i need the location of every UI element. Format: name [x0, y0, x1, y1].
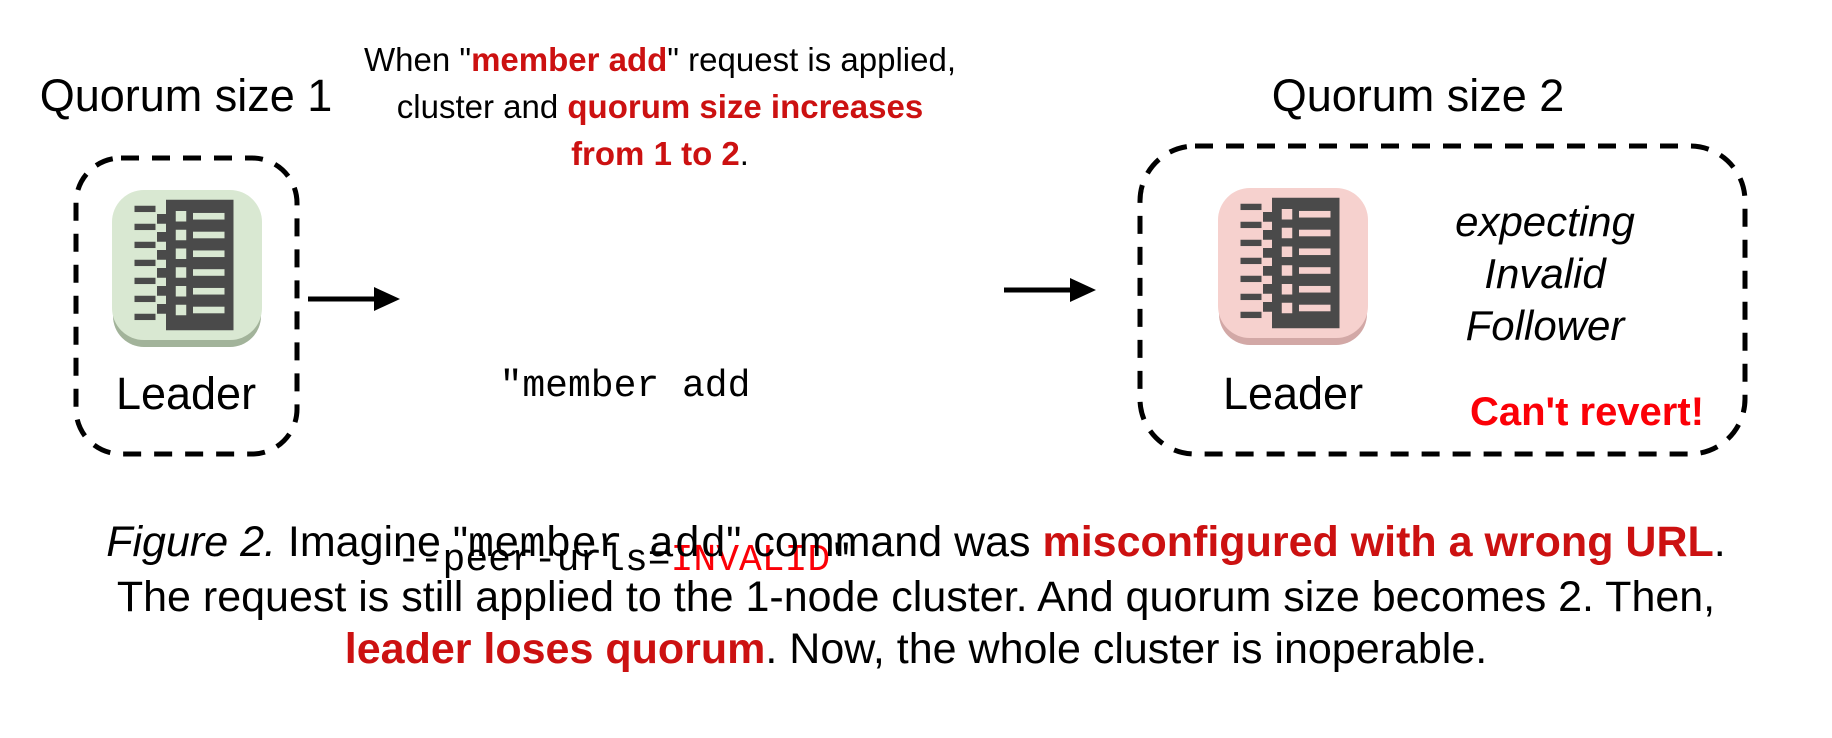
- arrow-right-icon: [308, 287, 400, 311]
- left-cluster-title: Quorum size 1: [39, 70, 333, 121]
- command-line-2: --peer-urls=INVALID": [396, 539, 854, 582]
- status-line-3: Follower: [1465, 302, 1625, 349]
- figure-label: Figure 2.: [106, 518, 276, 566]
- leader-node-pink: [1218, 188, 1368, 338]
- left-leader-label: Leader: [115, 368, 257, 419]
- member-add-annotation: When "member add" request is applied, cl…: [355, 36, 965, 177]
- right-leader-label: Leader: [1222, 368, 1364, 419]
- command-line-1: "member add: [499, 365, 751, 408]
- arrow-right-icon: [1004, 278, 1096, 302]
- annotation-line-3: from 1 to 2.: [571, 135, 749, 172]
- figure-caption: Figure 2. Imagine "member add" command w…: [0, 516, 1832, 675]
- right-cluster-title: Quorum size 2: [1271, 70, 1565, 121]
- caption-line-2: The request is still applied to the 1-no…: [116, 573, 1716, 621]
- caption-line-1: Figure 2. Imagine "member add" command w…: [106, 518, 1726, 569]
- status-line-1: expecting: [1455, 198, 1635, 245]
- leader-node-green: [112, 190, 262, 340]
- cant-revert-warning: Can't revert!: [1469, 390, 1705, 434]
- left-cluster-dashed-box: [73, 155, 300, 457]
- expecting-follower-status: expecting Invalid Follower: [1395, 196, 1695, 352]
- notebook-list-icon: [1240, 197, 1340, 329]
- caption-line-3: leader loses quorum. Now, the whole clus…: [344, 625, 1488, 673]
- invalid-url-text: INVALID: [670, 539, 831, 582]
- annotation-line-2: cluster and quorum size increases: [396, 88, 924, 125]
- status-line-2: Invalid: [1484, 250, 1606, 297]
- annotation-line-1: When "member add" request is applied,: [363, 41, 957, 78]
- notebook-list-icon: [134, 199, 234, 331]
- member-add-command: "member add --peer-urls=INVALID": [320, 242, 930, 706]
